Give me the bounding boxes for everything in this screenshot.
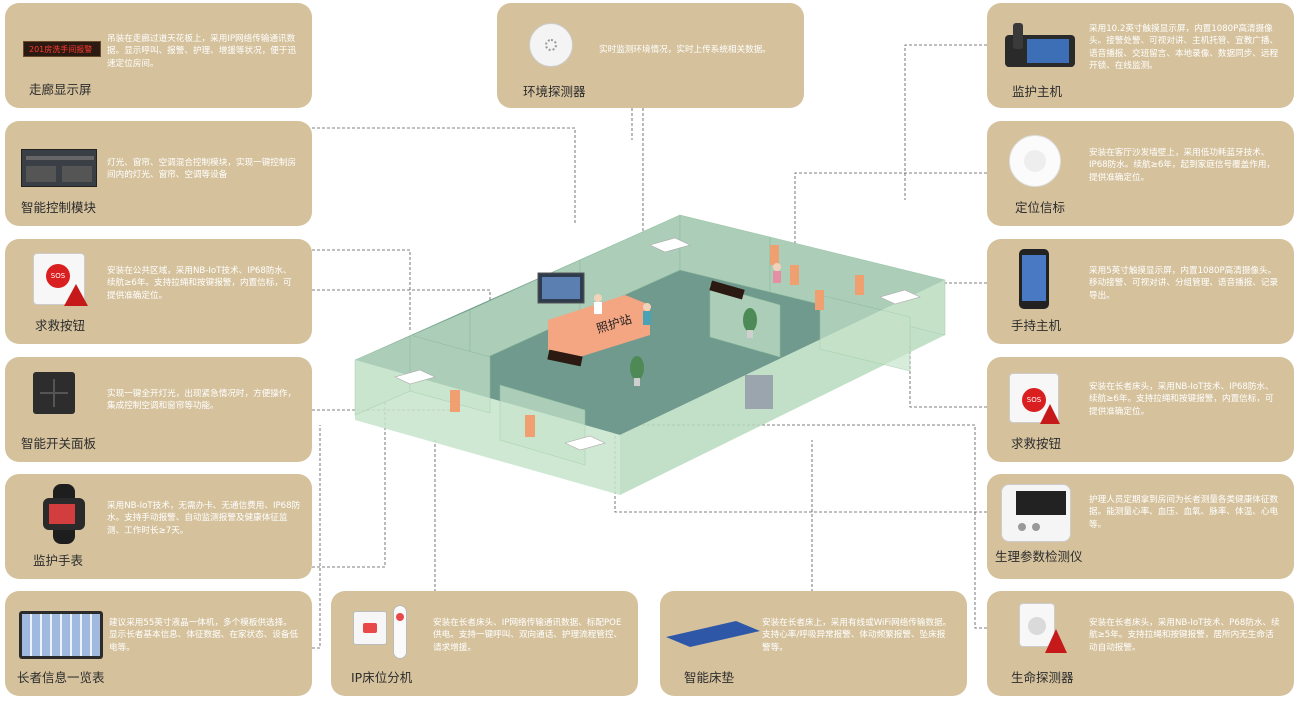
switch-desc: 实现一键全开灯光，出现紧急情况时，方便操作，集成控制空调和窗帘等功能。 — [107, 389, 297, 412]
switch-title: 智能开关面板 — [21, 436, 97, 451]
watch-desc: 采用NB-IoT技术，无需办卡、无通信费用、IP68防水。支持手动报警、自动监测… — [107, 501, 301, 536]
card-mattress: 安装在长者床上，采用有线或WiFi网络传输数据。支持心率/呼吸异常报警、体动频繁… — [660, 591, 967, 696]
sos-right-icon: SOS — [1009, 373, 1060, 424]
bed-extension-icon — [353, 605, 413, 661]
nurse-station-desk — [548, 295, 650, 360]
vitals-desc: 护理人员定期拿到房间为长者测量各类健康体征数据。能测量心率、血压、血氧、脉率、体… — [1089, 495, 1279, 530]
elder-info-screen-icon — [19, 611, 103, 659]
elevator-door — [745, 375, 773, 409]
card-watch: 采用NB-IoT技术，无需办卡、无通信费用、IP68防水。支持手动报警、自动监测… — [5, 474, 312, 579]
sos-right-title: 求救按钮 — [1011, 436, 1062, 451]
mattress-desc: 安装在长者床上，采用有线或WiFi网络传输数据。支持心率/呼吸异常报警、体动频繁… — [762, 618, 952, 653]
beacon-title: 定位信标 — [1015, 200, 1066, 215]
card-sos-left: SOS 安装在公共区域，采用NB-IoT技术、IP68防水、续航≥6年。支持拉绳… — [5, 239, 312, 344]
monitor-host-icon — [1005, 23, 1075, 67]
env-desc: 实时监测环境情况，实时上传系统相关数据。 — [599, 45, 771, 55]
card-smart-control: 灯光、窗帘、空调混合控制模块，实现一键控制房间内的灯光、窗帘、空调等设备 智能控… — [5, 121, 312, 226]
people — [594, 263, 781, 325]
env-title: 环境探测器 — [523, 84, 586, 99]
card-elder-info: 建议采用55英寸液晶一体机，多个模板供选择。显示长者基本信息、体征数据、在家状态… — [5, 591, 312, 696]
card-env-detector: 实时监测环境情况，实时上传系统相关数据。 环境探测器 — [497, 3, 804, 108]
monitor-host-title: 监护主机 — [1012, 84, 1063, 99]
card-vitals: 护理人员定期拿到房间为长者测量各类健康体征数据。能测量心率、血压、血氧、脉率、体… — [987, 474, 1294, 579]
card-switch-panel: 实现一键全开灯光，出现紧急情况时，方便操作，集成控制空调和窗帘等功能。 智能开关… — [5, 357, 312, 462]
bed-ext-title: IP床位分机 — [351, 670, 413, 685]
card-corridor-display: 201房洗手间报警 吊装在走廊过道天花板上，采用IP网络传输通讯数据。显示呼叫、… — [5, 3, 312, 108]
vitals-title: 生理参数检测仪 — [995, 549, 1083, 564]
handheld-icon — [1019, 249, 1049, 309]
monitor-host-desc: 采用10.2英寸触摸显示屏，内置1080P高清摄像头。接警处警、可视对讲、主机托… — [1089, 24, 1279, 72]
control-module-icon — [21, 149, 97, 187]
mattress-title: 智能床垫 — [684, 670, 735, 685]
life-detector-desc: 安装在长者床头，采用NB-IoT技术、P68防水、续航≥5年。支持拉绳和按键报警… — [1089, 618, 1280, 653]
sos-left-title: 求救按钮 — [35, 318, 86, 333]
corridor-desc: 吊装在走廊过道天花板上，采用IP网络传输通讯数据。显示呼叫、报警、护理、增援等状… — [107, 34, 297, 69]
handheld-title: 手持主机 — [1011, 318, 1062, 333]
watch-title: 监护手表 — [33, 553, 84, 568]
beacon-desc: 安装在客厅沙发墙壁上，采用低功耗蓝牙技术、IP68防水。续航≥6年，起到家庭信号… — [1089, 148, 1276, 183]
sos-right-desc: 安装在长者床头，采用NB-IoT技术、IP68防水、续航≥6年。支持拉绳和按键报… — [1089, 382, 1274, 417]
watch-icon — [39, 484, 89, 544]
switch-panel-icon — [33, 372, 75, 414]
elder-info-title: 长者信息一览表 — [17, 670, 105, 685]
elder-info-desc: 建议采用55英寸液晶一体机，多个模板供选择。显示长者基本信息、体征数据、在家状态… — [109, 618, 299, 653]
card-beacon: 安装在客厅沙发墙壁上，采用低功耗蓝牙技术、IP68防水。续航≥6年，起到家庭信号… — [987, 121, 1294, 226]
corridor-screen-text: 201房洗手间报警 — [29, 45, 93, 54]
vitals-monitor-icon — [1001, 484, 1071, 542]
card-monitor-host: 采用10.2英寸触摸显示屏，内置1080P高清摄像头。接警处警、可视对讲、主机托… — [987, 3, 1294, 108]
card-handheld: 采用5英寸触摸显示屏，内置1080P高清摄像头。移动接警、可视对讲、分组管理、语… — [987, 239, 1294, 344]
sos-button-icon: SOS — [33, 253, 88, 306]
floor-plan-scene: 照护站 — [354, 214, 946, 495]
plants — [630, 308, 757, 386]
bed-ext-desc: 安装在长者床头、IP网络传输通讯数据、标配POE供电。支持一键呼叫、双向通话、护… — [433, 618, 623, 653]
beacon-icon — [1009, 135, 1061, 187]
life-detector-icon — [1019, 603, 1073, 659]
corridor-display-image: 201房洗手间报警 — [23, 41, 101, 57]
life-detector-title: 生命探测器 — [1011, 670, 1074, 685]
mattress-icon — [666, 619, 760, 649]
smart-control-title: 智能控制模块 — [21, 200, 97, 215]
smart-control-desc: 灯光、窗帘、空调混合控制模块，实现一键控制房间内的灯光、窗帘、空调等设备 — [107, 158, 297, 181]
card-life-detector: 安装在长者床头，采用NB-IoT技术、P68防水、续航≥5年。支持拉绳和按键报警… — [987, 591, 1294, 696]
corridor-title: 走廊显示屏 — [29, 82, 92, 97]
card-bed-extension: 安装在长者床头、IP网络传输通讯数据、标配POE供电。支持一键呼叫、双向通话、护… — [331, 591, 638, 696]
corridor-display-mini — [547, 349, 583, 367]
env-detector-icon — [529, 23, 573, 67]
sos-left-desc: 安装在公共区域，采用NB-IoT技术、IP68防水、续航≥6年。支持拉绳和按键报… — [107, 266, 292, 301]
handheld-desc: 采用5英寸触摸显示屏，内置1080P高清摄像头。移动接警、可视对讲、分组管理、语… — [1089, 266, 1279, 301]
card-sos-right: SOS 安装在长者床头，采用NB-IoT技术、IP68防水、续航≥6年。支持拉绳… — [987, 357, 1294, 462]
